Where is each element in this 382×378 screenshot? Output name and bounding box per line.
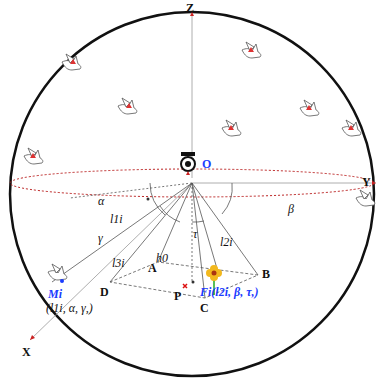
camera xyxy=(181,152,195,175)
angle-label: α xyxy=(98,195,104,207)
height-label: h0 xyxy=(156,252,168,264)
angle-label: τ xyxy=(193,228,197,240)
point-label: Fi(l2i, β, τ,) xyxy=(200,286,258,298)
x-axis xyxy=(30,183,192,340)
length-label: l2i xyxy=(220,236,233,248)
axis-label: Z xyxy=(186,2,194,14)
coordinate-label: (l1i, α, γ,) xyxy=(46,302,93,314)
vertex-label: B xyxy=(262,268,270,280)
vertex-label: D xyxy=(100,286,109,298)
angle-label: γ xyxy=(98,232,103,244)
length-label: l1i xyxy=(110,213,123,225)
origin-label: O xyxy=(202,158,211,170)
pyramid xyxy=(52,183,258,298)
vertex-label: A xyxy=(148,262,157,274)
length-label: l3i xyxy=(112,257,125,269)
sphere xyxy=(10,12,374,376)
axis-label: X xyxy=(22,346,31,358)
axis-label: Y xyxy=(362,176,371,188)
point-label: Mi xyxy=(48,288,62,300)
y-axis xyxy=(192,183,376,184)
point-label: P xyxy=(174,290,181,302)
vertex-label: C xyxy=(200,302,209,314)
angle-label: β xyxy=(288,203,294,215)
